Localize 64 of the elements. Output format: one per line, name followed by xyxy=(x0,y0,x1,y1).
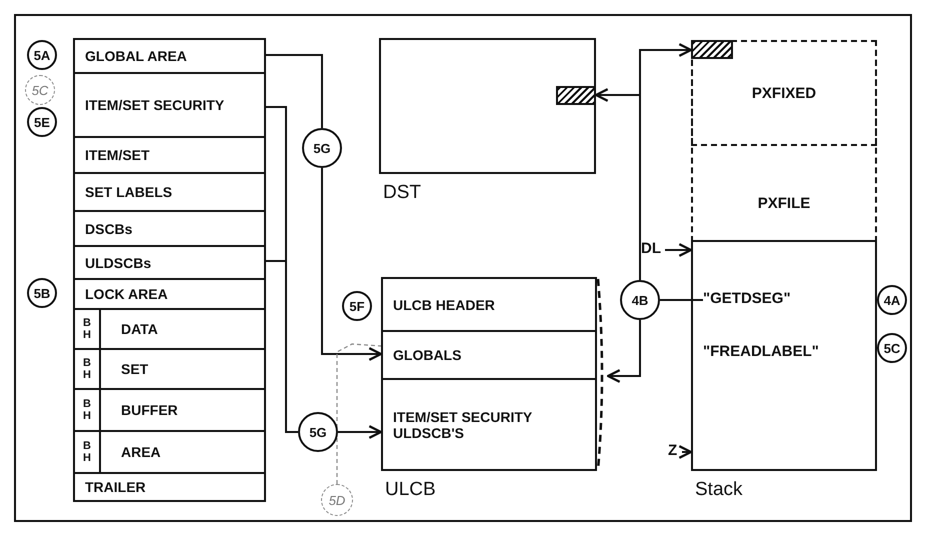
callout-number: 5A xyxy=(27,40,57,70)
block-header-label: B H xyxy=(75,432,101,472)
pointer-label: DL xyxy=(641,240,665,260)
row-label: GLOBALS xyxy=(393,347,462,363)
row-label: ULCB HEADER xyxy=(393,296,495,312)
memory-row xyxy=(73,348,266,390)
block-caption: ULCB xyxy=(385,479,436,501)
row-label: DATA xyxy=(121,321,158,337)
callout-number: 5F xyxy=(342,291,372,321)
hatched-marker xyxy=(556,86,596,105)
connector-line xyxy=(660,299,703,301)
memory-row xyxy=(73,308,266,350)
memory-row xyxy=(73,278,266,310)
memory-row xyxy=(73,38,266,74)
row-label: GLOBAL AREA xyxy=(85,48,187,64)
memory-row xyxy=(73,472,266,502)
row-label: SET xyxy=(121,361,148,377)
row-label: DSCBs xyxy=(85,220,132,236)
arrow xyxy=(665,243,692,257)
callout-circle: 5G xyxy=(302,128,342,168)
pointer-label: "FREADLABEL" xyxy=(703,343,873,363)
hatched-marker xyxy=(691,40,733,59)
callout-number: 5B xyxy=(27,278,57,308)
row-label: ITEM/SET SECURITY xyxy=(85,97,224,113)
region-label: PXFILE xyxy=(758,195,810,212)
connector-line xyxy=(266,260,298,433)
row-label: LOCK AREA xyxy=(85,286,168,302)
callout-circle: 5G xyxy=(298,412,338,452)
row-label: ITEM/SET xyxy=(85,147,150,163)
memory-row xyxy=(73,136,266,174)
block-header-label: B H xyxy=(75,390,101,430)
dashed-region xyxy=(691,40,877,242)
memory-row xyxy=(73,72,266,138)
pointer-label: "GETDSEG" xyxy=(703,290,863,310)
arrow xyxy=(321,168,382,361)
callout-number: 5E xyxy=(27,107,57,137)
block-header-label: B H xyxy=(75,350,101,388)
row-label: SET LABELS xyxy=(85,184,172,200)
memory-row xyxy=(73,388,266,432)
row-label: AREA xyxy=(121,444,161,460)
dashed-region xyxy=(691,40,877,146)
callout-number: 4A xyxy=(877,285,907,315)
memory-row xyxy=(73,430,266,474)
row-label: BUFFER xyxy=(121,402,178,418)
callout-circle: 4B xyxy=(620,280,660,320)
row-label: ULDSCBs xyxy=(85,254,152,270)
arrow xyxy=(606,320,641,383)
block-caption: DST xyxy=(383,182,421,204)
block-caption: Stack xyxy=(695,479,743,501)
pointer-label: Z xyxy=(668,442,682,462)
row-label: TRAILER xyxy=(85,479,146,495)
region-label: PXFIXED xyxy=(752,84,816,102)
handwritten-callout: 5C xyxy=(25,75,55,105)
block-header-label: B H xyxy=(75,310,101,348)
arrow xyxy=(338,425,382,439)
handwritten-callout: 5D xyxy=(321,484,353,516)
callout-number: 5C xyxy=(877,333,907,363)
memory-row xyxy=(73,245,266,280)
memory-row xyxy=(73,172,266,212)
connector-line xyxy=(266,54,323,128)
memory-row xyxy=(73,210,266,247)
row-label: ITEM/SET SECURITY ULDSCB'S xyxy=(393,408,533,440)
pencil-line xyxy=(336,343,382,484)
arrow xyxy=(678,445,692,459)
